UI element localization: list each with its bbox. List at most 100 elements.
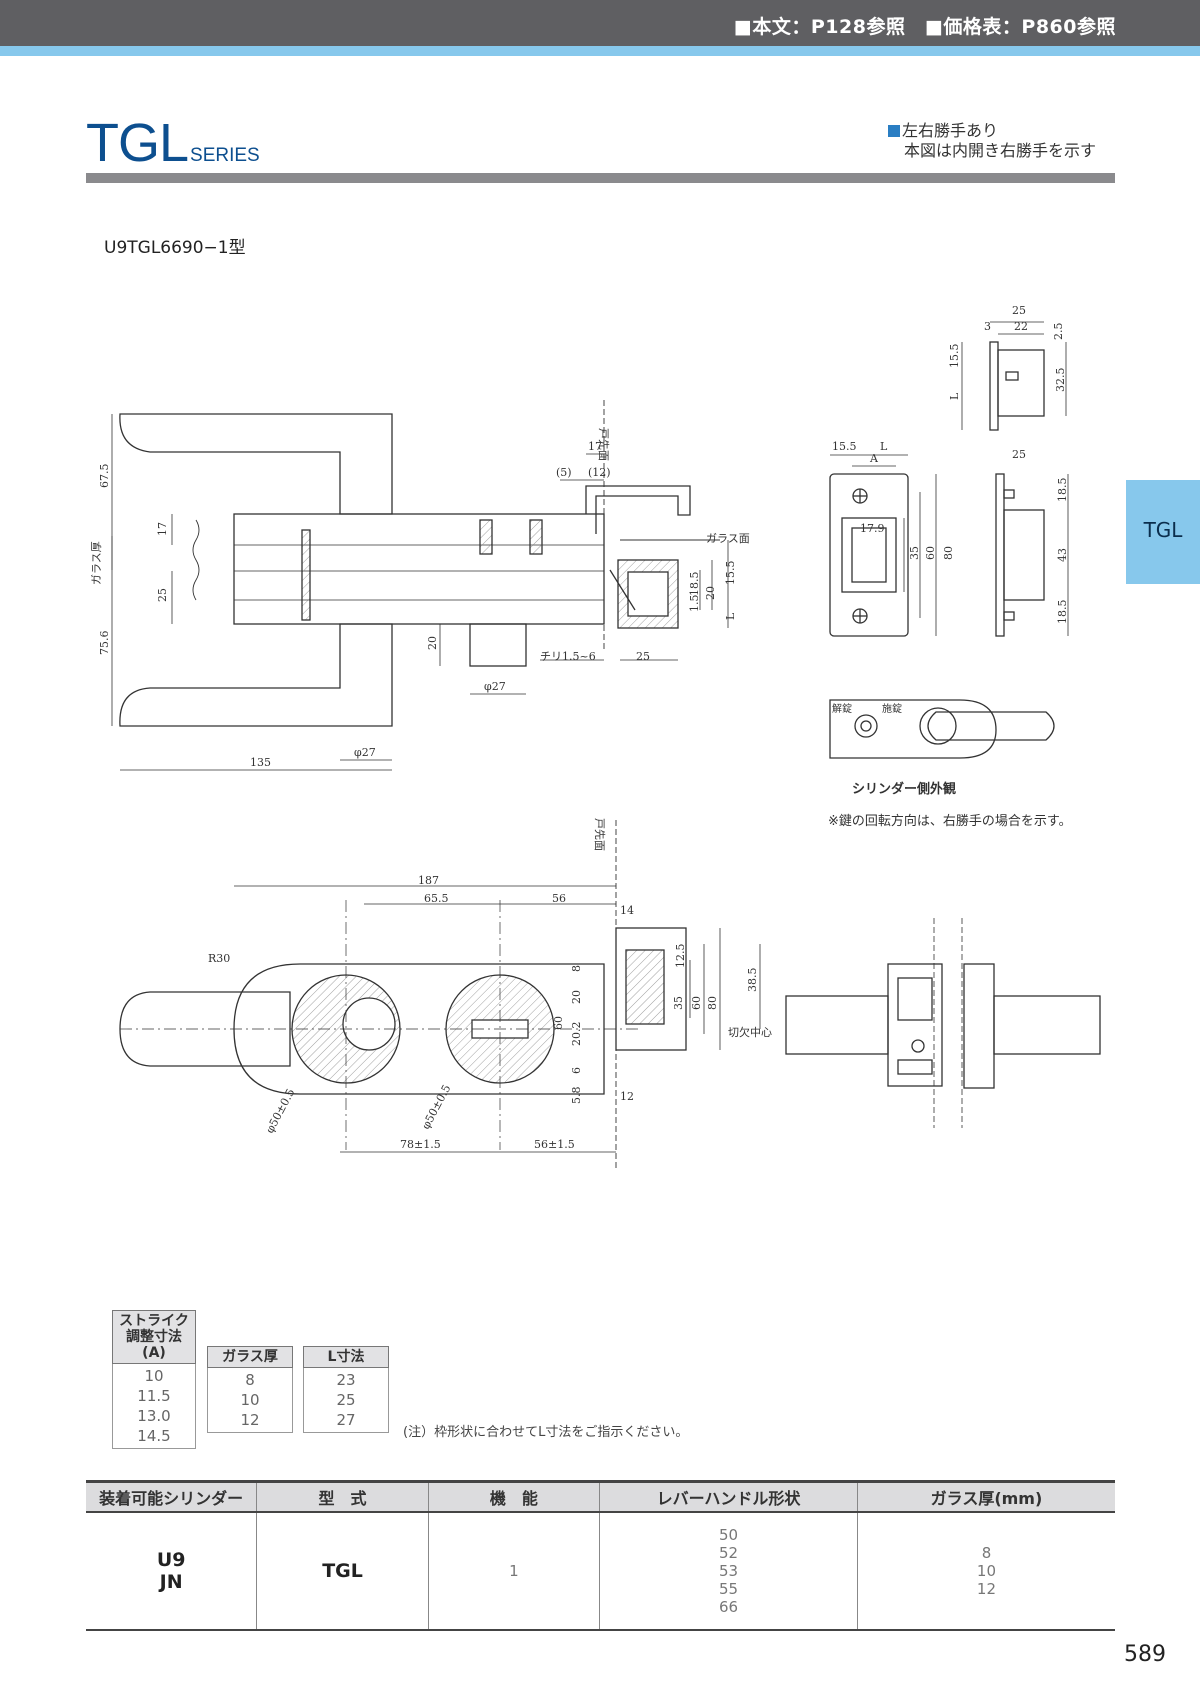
cell-handles: 50 52 53 55 66 [599, 1512, 858, 1631]
dim-18-5: 18.5 [688, 572, 701, 597]
dim-side-25: 25 [1012, 448, 1026, 461]
dim-top-22: 22 [1014, 320, 1028, 333]
col-header-glass: ガラス厚(mm) [857, 1480, 1115, 1513]
strike-value: 14.5 [137, 1427, 171, 1445]
dim-15-5: 15.5 [724, 561, 737, 586]
dim-14: 14 [620, 904, 634, 917]
dim-R30: R30 [208, 952, 230, 965]
cylinder-value: JN [159, 1571, 183, 1593]
handle-value: 55 [718, 1580, 739, 1598]
side-elevation-view [785, 918, 1101, 1128]
dim-top-2-5: 2.5 [1052, 323, 1065, 341]
title-rule [86, 173, 1115, 183]
glass-value: 12 [240, 1411, 260, 1429]
dim-strike-80: 80 [942, 546, 955, 560]
l-table-header: L寸法 [303, 1346, 389, 1368]
dim-side-18-5a: 18.5 [1056, 478, 1069, 503]
strike-values: 10 11.5 13.0 14.5 [112, 1363, 196, 1449]
dim-65-5: 65.5 [424, 892, 449, 905]
dim-strike-60: 60 [924, 546, 937, 560]
dim-strike-17-9: 17.9 [860, 522, 885, 535]
dim-25b: 25 [636, 650, 650, 663]
cell-cylinders: U9 JN [86, 1512, 258, 1631]
handle-value: 50 [718, 1526, 739, 1544]
page-references: ■本文：P128参照 ■価格表：P860参照 [733, 16, 1116, 38]
dim-25a: 25 [156, 588, 169, 602]
note-line-2: 本図は内開き右勝手を示す [904, 141, 1097, 160]
dim-20b: 20 [704, 586, 717, 600]
dim-1-5: 1.5 [688, 595, 701, 613]
label-unlock: 解錠 [832, 702, 852, 715]
dim-5-8: 5.8 [570, 1087, 583, 1105]
dim-17b: 17 [588, 440, 602, 453]
handing-note: 左右勝手あり 本図は内開き右勝手を示す [888, 121, 1096, 161]
dim-75-6: 75.6 [98, 631, 111, 656]
dim-side-43: 43 [1056, 548, 1069, 562]
top-stripe [0, 46, 1200, 56]
compatibility-table: 装着可能シリンダー 型 式 機 能 レバーハンドル形状 ガラス厚(mm) U9 … [86, 1480, 1115, 1631]
glass-value: 8 [245, 1371, 255, 1389]
handle-value: 53 [718, 1562, 739, 1580]
top-bar: ■本文：P128参照 ■価格表：P860参照 [0, 0, 1200, 46]
dim-strike-15-5: 15.5 [832, 440, 857, 453]
dim-side-18-5b: 18.5 [1056, 600, 1069, 625]
l-dimension-note: (注）枠形状に合わせてL寸法をご指示ください。 [403, 1425, 689, 1440]
dim-top-L: L [948, 392, 961, 400]
dim-60: 60 [690, 996, 703, 1010]
strike-value: 10 [144, 1367, 164, 1385]
glass-table-header: ガラス厚 [207, 1346, 293, 1368]
col-header-handle: レバーハンドル形状 [599, 1480, 858, 1513]
dim-phi27b: φ27 [354, 746, 376, 759]
label-lock: 施錠 [882, 702, 902, 715]
dim-60v: 60 [552, 1016, 565, 1030]
strike-adjust-table: ストライク調整寸法(A) 10 11.5 13.0 14.5 [112, 1310, 196, 1449]
dim-35: 35 [672, 996, 685, 1010]
strike-top-view [961, 321, 1067, 431]
label-door-face-2: 戸先面 [593, 818, 606, 851]
dim-56pm: 56±1.5 [534, 1138, 575, 1151]
model-number: U9TGL6690−1型 [104, 238, 246, 258]
strike-value: 13.0 [137, 1407, 171, 1425]
dim-56: 56 [552, 892, 566, 905]
col-header-model: 型 式 [256, 1480, 429, 1513]
strike-side-view [995, 473, 1069, 637]
series-name: TGL [86, 113, 189, 173]
dim-L: L [724, 612, 737, 620]
cell-glass: 8 10 12 [857, 1512, 1115, 1631]
glass-thickness-table: ガラス厚 8 10 12 [207, 1346, 293, 1433]
page-number: 589 [1124, 1642, 1166, 1667]
l-dimension-table: L寸法 23 25 27 [303, 1346, 389, 1433]
dim-phi27a: φ27 [484, 680, 506, 693]
dim-12: 12 [620, 1090, 634, 1103]
label-cut-center: 切欠中心 [728, 1025, 772, 1039]
strike-table-header: ストライク調整寸法(A) [112, 1310, 196, 1364]
dim-top-32-5: 32.5 [1054, 368, 1067, 393]
col-header-function: 機 能 [428, 1480, 601, 1513]
dim-67-5: 67.5 [98, 464, 111, 489]
note-line-1: 左右勝手あり [902, 121, 999, 140]
cell-function: 1 [428, 1512, 601, 1631]
dim-17a: 17 [156, 522, 169, 536]
series-suffix: SERIES [190, 145, 260, 166]
dim-12-5: 12.5 [674, 944, 687, 969]
dim-strike-L: L [880, 440, 888, 453]
glass-value: 10 [976, 1562, 997, 1580]
table-row: U9 JN TGL 1 50 52 53 55 66 8 10 12 [86, 1512, 1115, 1631]
l-values: 23 25 27 [303, 1367, 389, 1433]
glass-value: 10 [240, 1391, 260, 1409]
label-glass-thickness: ガラス厚 [90, 541, 103, 585]
handle-value: 66 [718, 1598, 739, 1616]
dim-20a: 20 [426, 636, 439, 650]
dim-20-2: 20.2 [570, 1022, 583, 1047]
side-index-tab[interactable]: TGL [1126, 480, 1200, 584]
dim-strike-35: 35 [908, 546, 921, 560]
strike-front-view [829, 454, 937, 637]
dim-top-15-5: 15.5 [948, 344, 961, 369]
label-door-face: 戸先面 [597, 428, 610, 461]
col-header-cylinder: 装着可能シリンダー [86, 1480, 258, 1513]
table-header-row: 装着可能シリンダー 型 式 機 能 レバーハンドル形状 ガラス厚(mm) [86, 1480, 1115, 1513]
dim-187: 187 [418, 874, 439, 887]
dim-phi50-1: φ50±0.5 [263, 1087, 297, 1136]
l-value: 23 [336, 1371, 356, 1389]
